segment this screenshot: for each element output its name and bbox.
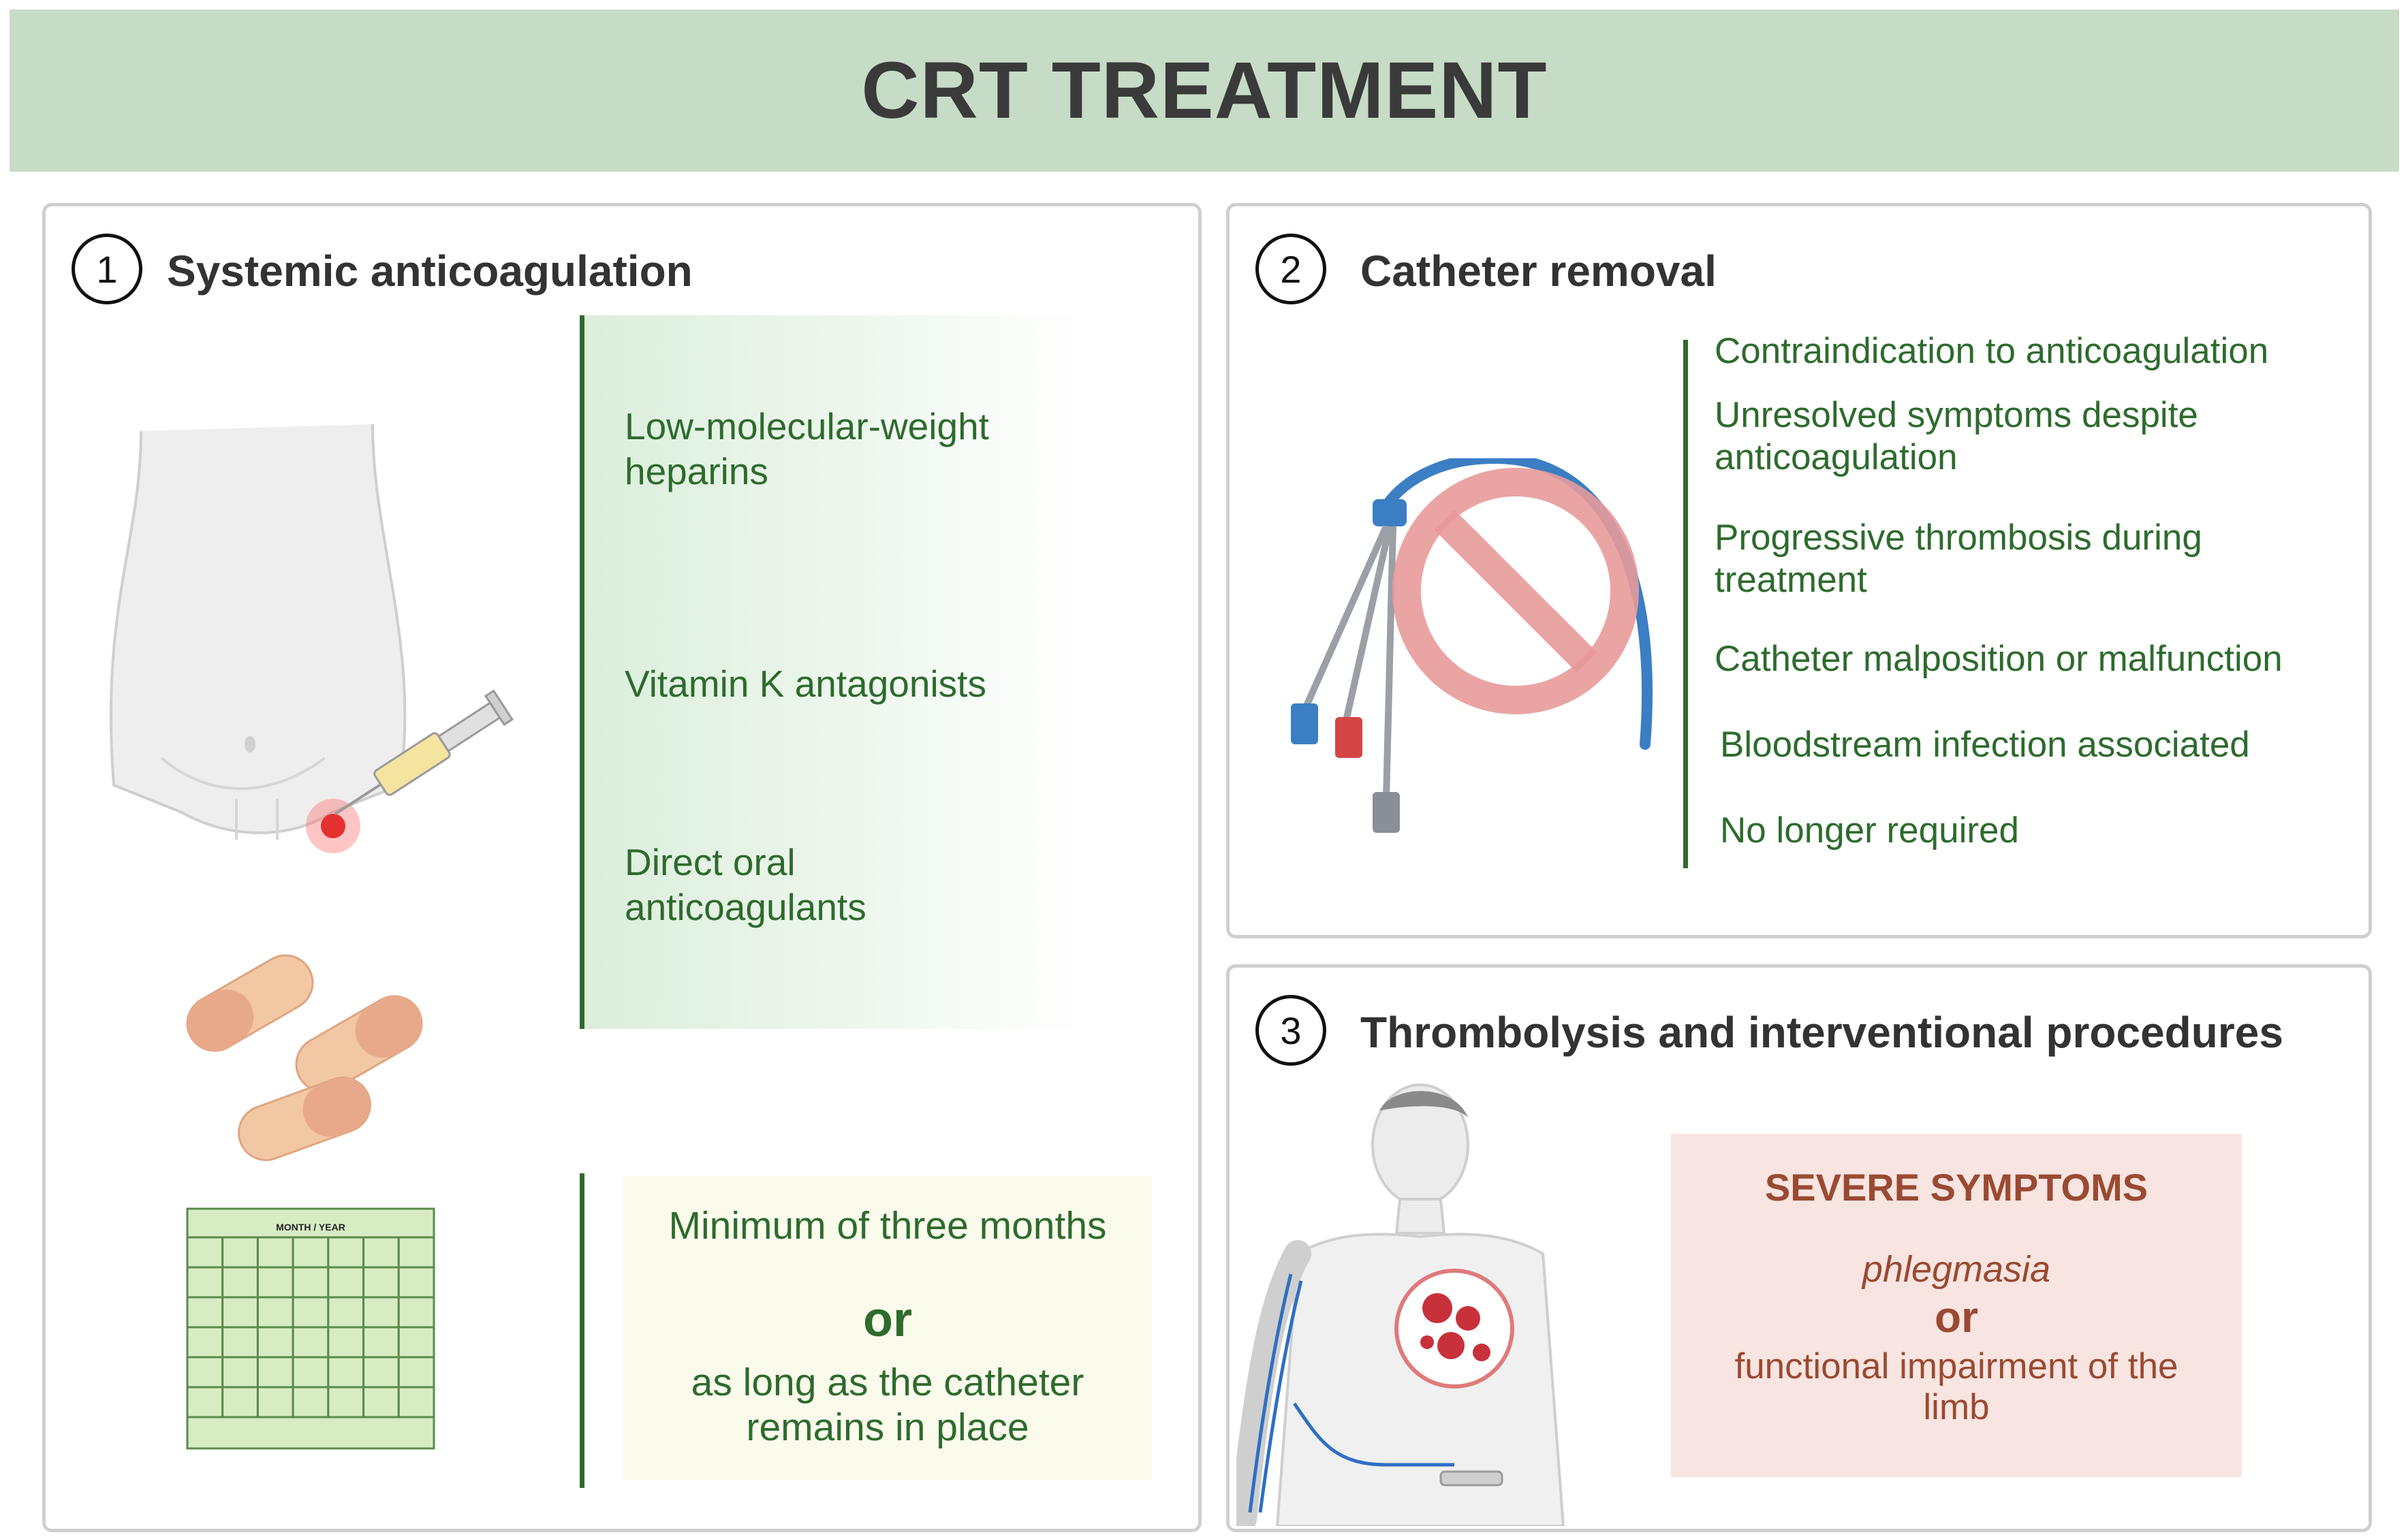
calendar-cell	[186, 1356, 224, 1389]
title-banner: CRT TREATMENT	[10, 10, 2399, 172]
step-number-2: 2	[1255, 234, 1326, 304]
calendar-cell	[362, 1386, 400, 1418]
severe-term: phlegmasia	[1862, 1249, 2051, 1290]
calendar-cell	[221, 1326, 259, 1359]
duration-minimum: Minimum of three months	[668, 1204, 1107, 1248]
reason-progressive-thrombosis: Progressive thrombosis during treatment	[1715, 518, 2202, 600]
calendar-cell	[362, 1236, 400, 1269]
calendar-cell	[256, 1326, 294, 1359]
calendar-cell	[292, 1266, 330, 1299]
severe-text: functional impairment of the limb	[1734, 1346, 2178, 1427]
pill-capsules	[186, 954, 423, 1162]
step-number-3: 3	[1255, 995, 1326, 1066]
duration-or: or	[863, 1292, 912, 1347]
human-body-illustration	[1236, 1083, 1565, 1526]
calendar-cell	[327, 1236, 365, 1269]
panel-catheter-removal: 2 Catheter removal Contraindication to a…	[1226, 203, 2372, 938]
calendar-cell	[292, 1296, 330, 1329]
calendar-cell	[256, 1266, 294, 1299]
duration-box: Minimum of three months or as long as th…	[623, 1176, 1152, 1480]
catheter-illustration	[1291, 458, 1653, 833]
page-title: CRT TREATMENT	[861, 46, 1548, 136]
calendar-cell	[221, 1386, 259, 1418]
calendar-header: MONTH / YEAR	[276, 1222, 345, 1233]
calendar-cell	[186, 1296, 224, 1329]
calendar-cell	[221, 1296, 259, 1329]
reasons-divider	[1683, 340, 1688, 868]
panel-title-1: Systemic anticoagulation	[167, 247, 693, 296]
calendar-cell	[221, 1266, 259, 1299]
reason-contraindication: Contraindication to anticoagulation	[1715, 331, 2269, 371]
drug-list-panel	[580, 315, 1084, 1029]
panel-systemic-anticoagulation: 1 Systemic anticoagulation	[42, 203, 1202, 1532]
calendar-cell	[362, 1296, 400, 1329]
duration-catheter: as long as the catheter remains in place	[691, 1361, 1084, 1449]
drug-lmwh: Low-molecular-weight heparins	[625, 405, 989, 492]
calendar-cell	[292, 1326, 330, 1359]
calendar-cell	[256, 1296, 294, 1329]
severe-heading: SEVERE SYMPTOMS	[1764, 1166, 2148, 1209]
calendar-cell	[186, 1386, 224, 1418]
calendar-cell	[292, 1356, 330, 1389]
calendar-cell	[292, 1386, 330, 1418]
calendar-cell	[327, 1386, 365, 1418]
injection-abdomen-illustration	[109, 424, 514, 1162]
calendar-grid	[186, 1236, 435, 1418]
calendar-cell	[186, 1326, 224, 1359]
calendar-cell	[256, 1386, 294, 1418]
calendar-cell	[397, 1356, 435, 1389]
calendar-cell	[397, 1386, 435, 1418]
calendar-cell	[397, 1326, 435, 1359]
calendar-cell	[397, 1236, 435, 1269]
duration-divider	[580, 1173, 584, 1488]
calendar-cell	[186, 1266, 224, 1299]
calendar-cell	[256, 1236, 294, 1269]
thrombus-magnifier	[1394, 1269, 1514, 1389]
calendar-cell	[362, 1356, 400, 1389]
reason-malposition: Catheter malposition or malfunction	[1715, 639, 2283, 679]
calendar-cell	[327, 1266, 365, 1299]
calendar-icon: MONTH / YEAR SMTWTFS	[186, 1207, 435, 1450]
calendar-cell	[292, 1236, 330, 1269]
reason-no-longer-required: No longer required	[1720, 810, 2019, 851]
calendar-cell	[397, 1266, 435, 1299]
calendar-cell	[362, 1326, 400, 1359]
calendar-cell	[327, 1326, 365, 1359]
drug-doac: Direct oral anticoagulants	[625, 841, 866, 928]
severe-symptoms-box: SEVERE SYMPTOMS phlegmasia or functional…	[1671, 1134, 2242, 1477]
prohibited-icon	[1392, 468, 1639, 714]
calendar-cell	[327, 1296, 365, 1329]
calendar-cell	[221, 1356, 259, 1389]
calendar-cell	[397, 1296, 435, 1329]
drug-list-divider	[580, 315, 584, 1029]
drug-vka: Vitamin K antagonists	[625, 663, 986, 705]
calendar-cell	[256, 1356, 294, 1389]
calendar-cell	[186, 1236, 224, 1269]
calendar-cell	[221, 1236, 259, 1269]
severe-or: or	[1935, 1292, 1978, 1342]
calendar-cell	[327, 1356, 365, 1389]
calendar-cell	[362, 1266, 400, 1299]
panel-thrombolysis: 3 Thrombolysis and interventional proced…	[1226, 964, 2372, 1532]
panel-title-3: Thrombolysis and interventional procedur…	[1360, 1008, 2283, 1057]
reason-unresolved-symptoms: Unresolved symptoms despite anticoagulat…	[1715, 395, 2198, 477]
step-number-1: 1	[72, 234, 142, 304]
panel-title-2: Catheter removal	[1360, 247, 1717, 296]
reason-infection: Bloodstream infection associated	[1720, 725, 2250, 765]
